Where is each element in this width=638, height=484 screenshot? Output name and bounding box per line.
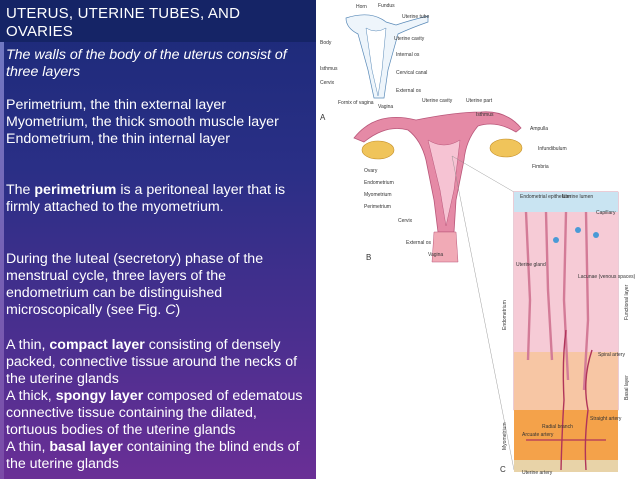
term-perimetrium: perimetrium [34,182,117,198]
label-infundibulum: Infundibulum [538,146,567,152]
label-fundus: Fundus [378,3,395,9]
title-bar [0,0,316,42]
label-myometrium: Myometrium [364,192,392,198]
label-fornix-of-vagina: Fornix of vagina [338,100,374,106]
label-radial-branch: Radial branch [542,424,573,430]
label-external-os-b: External os [406,240,432,246]
label-ampulla: Ampulla [530,126,548,132]
text-run: composed of edematous connective tissue … [6,388,303,438]
compact-layer-item: A thin, compact layer consisting of dens… [6,337,310,388]
figure-ref: C [165,302,176,318]
figure-panel: Horn Fundus Uterine tube Body Uterine ca… [316,0,638,479]
panel-a-drawing: Horn Fundus Uterine tube Body Uterine ca… [320,3,429,122]
side-label-myometrium: Myometrium [502,422,508,450]
panel-b-drawing: Uterine cavity Uterine part Isthmus Ampu… [353,98,567,471]
layer-item-perimetrium: Perimetrium, the thin external layer [6,97,226,113]
term-basal-layer: basal layer [49,439,123,455]
label-uterine-gland: Uterine gland [516,262,546,268]
luteal-paragraph: During the luteal (secretory) phase of t… [6,251,310,319]
label-capillary: Capillary [596,210,616,216]
label-cervical-canal: Cervical canal [396,70,427,76]
label-horn: Horn [356,4,367,10]
text-run: containing the blind ends of the uterine… [6,439,300,472]
label-ovary: Ovary [364,168,378,174]
text-run: ) [175,302,181,318]
label-isthmus-a: Isthmus [320,66,338,72]
text-run: The [6,182,35,198]
label-external-os-a: External os [396,88,422,94]
text-panel: UTERUS, UTERINE TUBES, AND OVARIES The w… [0,0,316,479]
label-vagina-a: Vagina [378,104,393,110]
text-run: A thin, [6,337,50,353]
layers-list: Perimetrium, the thin external layer Myo… [6,97,310,148]
text-run: consisting of densely packed, connective… [6,337,298,387]
layer-item-endometrium: Endometrium, the thin internal layer [6,131,230,147]
spongy-layer-item: A thick, spongy layer composed of edemat… [6,388,310,439]
term-spongy-layer: spongy layer [55,388,144,404]
text-run: is a peritoneal layer that is firmly att… [6,182,286,215]
term-compact-layer: compact layer [49,337,145,353]
label-body: Body [320,40,332,46]
panel-c-drawing: Endometrial epithelium Uterine lumen Cap… [500,191,636,476]
label-fimbria: Fimbria [532,164,549,170]
side-label-basal-layer: Basal layer [624,375,630,400]
slide-title: UTERUS, UTERINE TUBES, AND OVARIES [6,5,241,40]
uterus-figure: Horn Fundus Uterine tube Body Uterine ca… [320,3,636,476]
label-cervix-a: Cervix [320,80,335,86]
label-straight-artery: Straight artery [590,416,622,422]
label-spiral-artery: Spiral artery [598,352,625,358]
label-lacunae: Lacunae (venous spaces) [578,274,636,280]
slide-subtitle: The walls of the body of the uterus cons… [6,47,287,80]
label-arcuate-artery: Arcuate artery [522,432,554,438]
label-endometrial-epithelium: Endometrial epithelium [520,194,571,200]
perimetrium-paragraph: The perimetrium is a peritoneal layer th… [6,182,310,216]
label-uterine-cavity-b: Uterine cavity [422,98,453,104]
label-uterine-tube: Uterine tube [402,14,429,20]
panel-letter-a: A [320,113,326,122]
side-label-endometrium: Endometrium [502,300,508,330]
label-internal-os: Internal os [396,52,420,58]
label-uterine-artery: Uterine artery [522,470,553,476]
panel-letter-c: C [500,465,506,474]
panel-letter-b: B [366,253,371,262]
label-perimetrium: Perimetrium [364,204,391,210]
endometrium-layers: A thin, compact layer consisting of dens… [6,337,310,473]
label-isthmus-b: Isthmus [476,112,494,118]
label-uterine-part: Uterine part [466,98,493,104]
text-run: A thick, [6,388,56,404]
basal-layer-item: A thin, basal layer containing the blind… [6,439,310,473]
label-uterine-cavity-a: Uterine cavity [394,36,425,42]
label-endometrium: Endometrium [364,180,394,186]
label-uterine-lumen: Uterine lumen [562,194,593,200]
label-cervix-b: Cervix [398,218,413,224]
label-vagina-b: Vagina [428,252,443,258]
text-run: A thin, [6,439,50,455]
layer-item-myometrium: Myometrium, the thick smooth muscle laye… [6,114,279,130]
text-run: During the luteal (secretory) phase of t… [6,251,264,318]
side-label-functional-layer: Functional layer [624,284,630,320]
